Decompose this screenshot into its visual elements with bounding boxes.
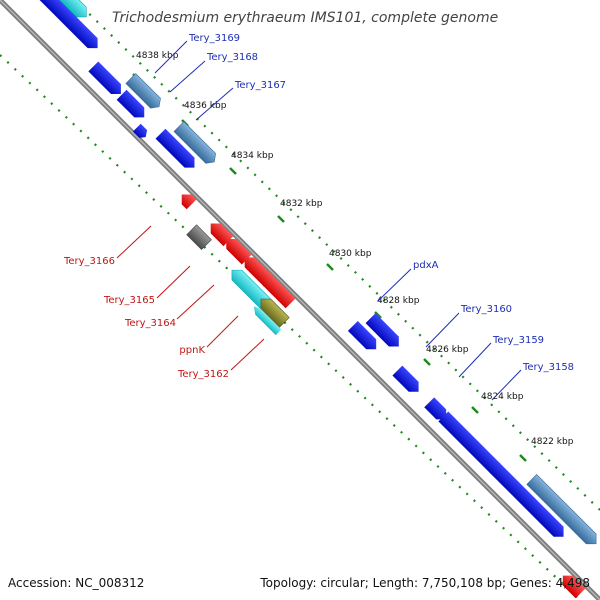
gene-arrow[interactable] — [347, 321, 381, 354]
gene-label[interactable]: Tery_3159 — [492, 335, 544, 346]
reverse-gene-labels: Tery_3166 Tery_3165 Tery_3164 ppnK Tery_… — [63, 256, 229, 380]
gene-arrow[interactable] — [26, 0, 103, 53]
label-leaders-reverse — [116, 225, 265, 371]
forward-gene-labels: Tery_3169 Tery_3168 Tery_3167 pdxA Tery_… — [188, 33, 574, 373]
gene-arrow[interactable] — [438, 411, 505, 479]
gene-arrow[interactable] — [227, 265, 271, 309]
gene-label[interactable]: Tery_3158 — [522, 362, 574, 373]
gene-label[interactable]: Tery_3160 — [460, 304, 512, 315]
gene-arrow[interactable] — [558, 571, 586, 599]
gene-arrow[interactable] — [489, 462, 568, 541]
gene-label[interactable]: Tery_3164 — [124, 318, 176, 329]
forward-genes — [26, 0, 600, 548]
topology-text: Topology: circular; Length: 7,750,108 bp… — [259, 576, 590, 590]
gene-label[interactable]: Tery_3169 — [188, 33, 240, 44]
gc-track-upper — [74, 0, 600, 511]
gene-arrow[interactable] — [258, 271, 296, 309]
gene-arrow[interactable] — [392, 365, 423, 397]
tick-label: 4838 kbp — [136, 51, 179, 61]
tick-label: 4836 kbp — [184, 101, 227, 111]
tick-label: 4822 kbp — [531, 437, 574, 447]
gene-arrow[interactable] — [88, 61, 125, 99]
gene-arrow[interactable] — [250, 304, 282, 336]
gene-arrow[interactable] — [365, 313, 404, 351]
gene-label[interactable]: ppnK — [179, 345, 205, 356]
map-title: Trichodesmium erythraeum IMS101, complet… — [112, 10, 498, 26]
gene-arrow[interactable] — [173, 121, 219, 167]
label-leaders-forward — [154, 40, 522, 401]
accession-text: Accession: NC_008312 — [8, 576, 144, 590]
gene-arrow[interactable] — [526, 474, 600, 548]
gene-label[interactable]: Tery_3167 — [234, 80, 286, 91]
tick-label: 4830 kbp — [329, 249, 372, 259]
gene-arrow[interactable] — [424, 397, 451, 424]
gene-arrow[interactable] — [116, 89, 150, 123]
gene-arrow[interactable] — [155, 128, 200, 173]
gene-arrow[interactable] — [186, 224, 212, 251]
gene-label[interactable]: Tery_3168 — [206, 52, 258, 63]
gene-arrow[interactable] — [177, 190, 197, 210]
tick-label: 4832 kbp — [280, 199, 323, 209]
gene-arrow[interactable] — [132, 123, 150, 141]
reverse-genes — [177, 190, 586, 599]
tick-label: 4828 kbp — [377, 296, 420, 306]
gene-arrow[interactable] — [34, 0, 91, 22]
gene-arrow[interactable] — [125, 73, 164, 112]
tick-label: 4826 kbp — [426, 345, 469, 355]
tick-labels: 4838 kbp 4836 kbp 4834 kbp 4832 kbp 4830… — [136, 51, 574, 447]
tick-label: 4824 kbp — [481, 392, 524, 402]
gene-label[interactable]: Tery_3166 — [63, 256, 115, 267]
gene-label[interactable]: pdxA — [413, 260, 439, 271]
gene-label[interactable]: Tery_3165 — [103, 295, 155, 306]
tick-label: 4834 kbp — [231, 151, 274, 161]
gene-label[interactable]: Tery_3162 — [177, 369, 229, 380]
gc-track-lower — [0, 54, 581, 600]
